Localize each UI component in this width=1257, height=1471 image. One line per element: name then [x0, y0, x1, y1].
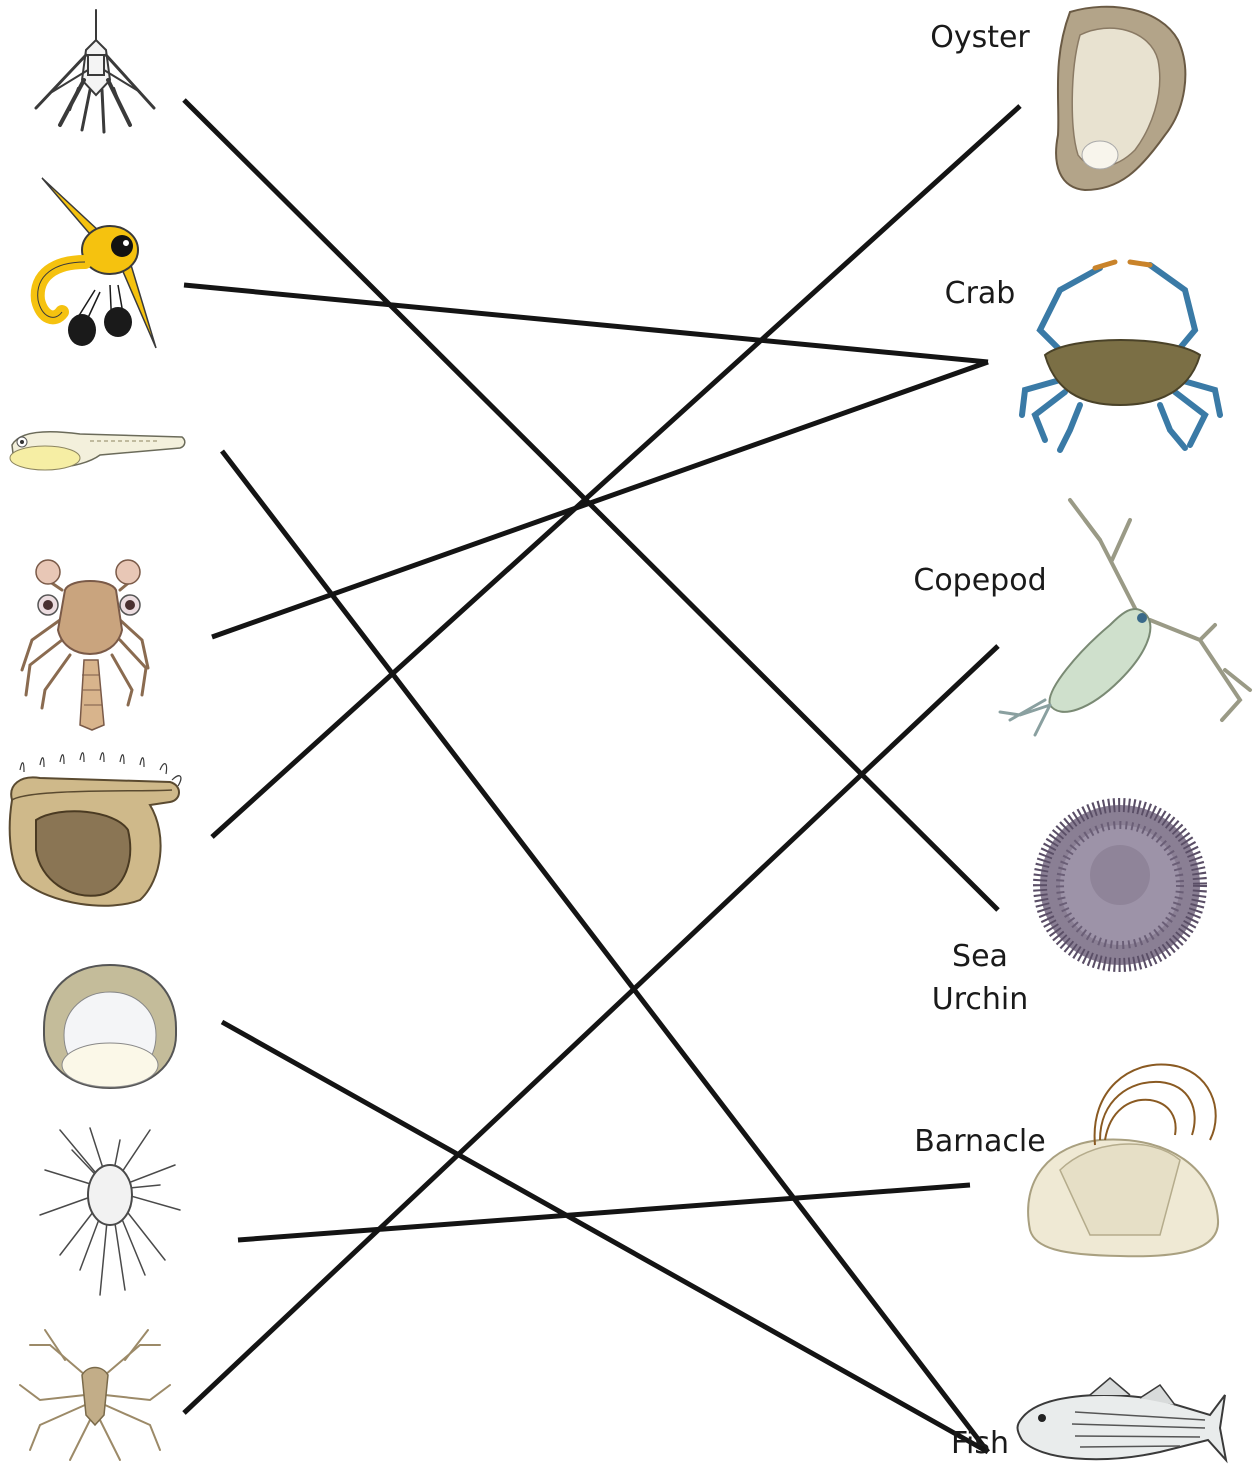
- match-line-trochophore-to-fish: [222, 1022, 988, 1452]
- megalopa-larva-icon: [22, 560, 148, 730]
- match-line-megalopa-to-crab: [212, 362, 988, 637]
- crab-label: Crab: [900, 272, 1060, 315]
- fish-label: Fish: [900, 1422, 1060, 1465]
- zoea-larva-icon: [38, 178, 156, 348]
- copepod-label: Copepod: [900, 559, 1060, 602]
- barnacle-label: Barnacle: [900, 1120, 1060, 1163]
- sea-urchin-label-line-2: Urchin: [900, 978, 1060, 1021]
- trochophore-larva-icon: [44, 965, 176, 1088]
- veliger-larva-icon: [10, 753, 181, 906]
- sea-urchin-label-line-1: Sea: [900, 935, 1060, 978]
- match-line-fish-larva-to-fish: [222, 451, 988, 1452]
- match-line-veliger-to-oyster: [212, 106, 1020, 837]
- nauplius-larva-icon: [20, 1330, 170, 1460]
- spiny-larva-icon: [40, 1128, 180, 1295]
- oyster-icon: [1056, 7, 1185, 190]
- sea-urchin-icon: [1040, 805, 1200, 965]
- match-line-zoea-to-crab: [184, 285, 988, 362]
- copepod-icon: [1000, 500, 1250, 735]
- match-lines: [184, 100, 1020, 1452]
- yolk-sac-fish-larva-icon: [10, 432, 185, 470]
- sea-urchin-label: Sea Urchin: [900, 935, 1060, 1021]
- match-line-spiny-larva-to-barnacle: [238, 1185, 970, 1240]
- match-line-nauplius-to-copepod: [184, 646, 998, 1413]
- oyster-label: Oyster: [900, 16, 1060, 59]
- pluteus-larva-icon: [36, 10, 154, 132]
